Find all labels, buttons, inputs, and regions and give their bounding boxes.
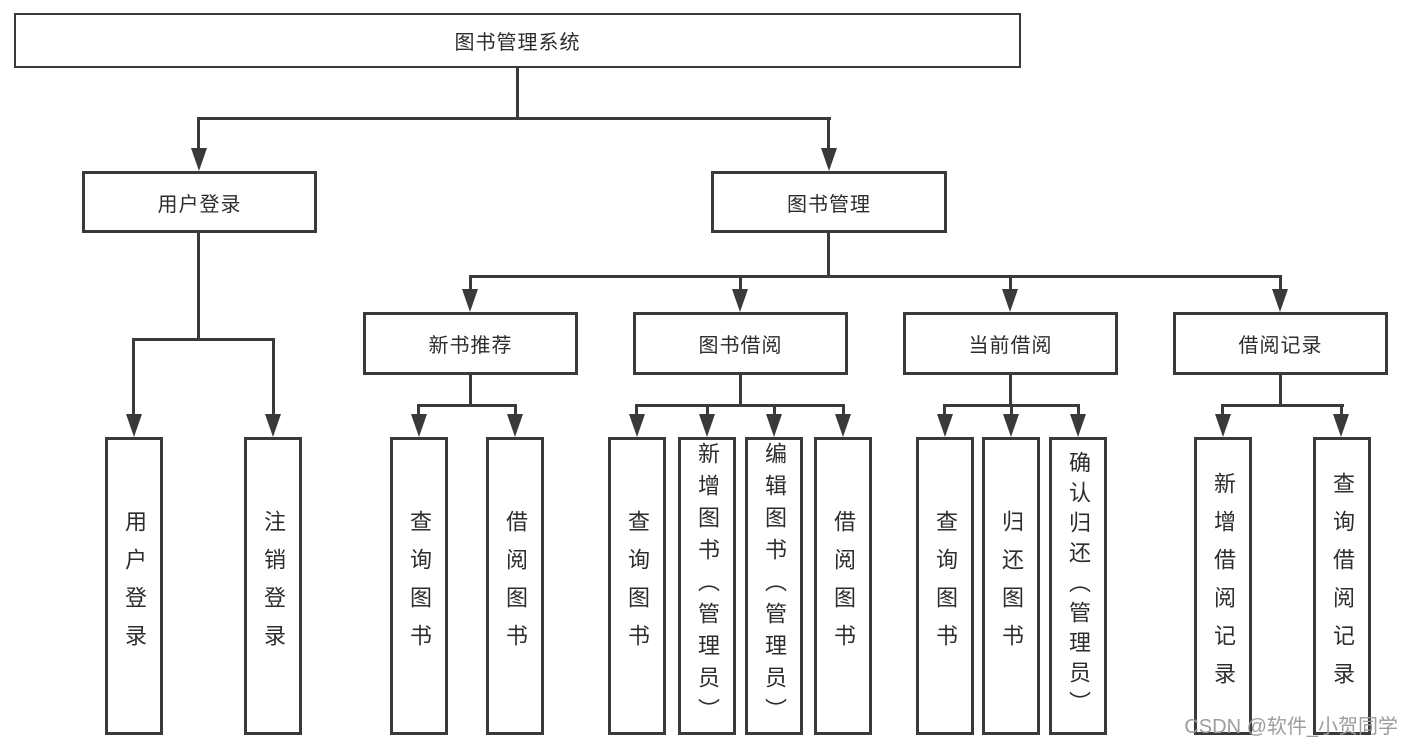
arrow-down-icon	[1003, 414, 1019, 437]
node-label: 查询借阅记录	[1330, 472, 1355, 700]
leaf-add-borrow-record: 新增借阅记录	[1194, 437, 1252, 735]
arrow-down-icon	[1333, 414, 1349, 437]
leaf-logout: 注销登录	[244, 437, 302, 735]
connector-vline	[1010, 406, 1013, 416]
arrow-down-icon	[411, 414, 427, 437]
connector-vline	[132, 340, 135, 416]
connector-vline	[773, 406, 776, 416]
node-user-login: 用户登录	[82, 171, 317, 233]
node-label: 图书借阅	[698, 335, 783, 357]
leaf-edit-book-admin: 编辑图书（管理员）	[745, 437, 803, 735]
connector-vline	[827, 118, 830, 151]
node-current-borrowing: 当前借阅	[903, 312, 1118, 375]
arrow-down-icon	[1215, 414, 1231, 437]
connector-vline	[469, 277, 472, 291]
node-label: 当前借阅	[968, 335, 1053, 357]
connector-hline	[132, 338, 275, 341]
connector-vline	[706, 406, 709, 416]
node-label: 借阅记录	[1238, 335, 1323, 357]
node-label: 用户登录	[122, 510, 147, 662]
leaf-return-book: 归还图书	[982, 437, 1040, 735]
connector-vline	[842, 406, 845, 416]
connector-hline	[1221, 404, 1344, 407]
connector-vline	[1077, 406, 1080, 416]
connector-vline	[1009, 277, 1012, 291]
connector-vline	[739, 375, 742, 406]
node-library-management-system: 图书管理系统	[14, 13, 1021, 68]
leaf-borrow-books-1: 借阅图书	[486, 437, 544, 735]
connector-hline	[417, 404, 517, 407]
arrow-down-icon	[937, 414, 953, 437]
connector-hline	[197, 117, 831, 120]
node-label: 归还图书	[999, 510, 1024, 662]
node-label: 新增借阅记录	[1211, 472, 1236, 700]
arrow-down-icon	[126, 414, 142, 437]
leaf-query-books-1: 查询图书	[390, 437, 448, 735]
connector-hline	[635, 404, 845, 407]
connector-vline	[1340, 406, 1343, 416]
connector-vline	[469, 375, 472, 406]
connector-hline	[943, 404, 1080, 407]
connector-vline	[514, 406, 517, 416]
csdn-watermark: CSDN @软件_小贺同学	[1184, 716, 1398, 738]
leaf-query-books-2: 查询图书	[608, 437, 666, 735]
arrow-down-icon	[835, 414, 851, 437]
connector-vline	[516, 66, 519, 119]
leaf-query-borrow-record: 查询借阅记录	[1313, 437, 1371, 735]
arrow-down-icon	[629, 414, 645, 437]
leaf-query-books-3: 查询图书	[916, 437, 974, 735]
leaf-confirm-return-admin: 确认归还（管理员）	[1049, 437, 1107, 735]
connector-hline	[469, 275, 1282, 278]
arrow-down-icon	[1002, 289, 1018, 312]
node-label: 图书管理	[787, 193, 871, 216]
arrow-down-icon	[265, 414, 281, 437]
leaf-add-book-admin: 新增图书（管理员）	[678, 437, 736, 735]
leaf-borrow-books-2: 借阅图书	[814, 437, 872, 735]
arrow-down-icon	[699, 414, 715, 437]
arrow-down-icon	[1070, 414, 1086, 437]
arrow-down-icon	[1272, 289, 1288, 312]
node-label: 编辑图书（管理员）	[762, 442, 787, 730]
arrow-down-icon	[191, 148, 207, 171]
node-label: 注销登录	[261, 510, 286, 662]
arrow-down-icon	[732, 289, 748, 312]
node-book-borrowing: 图书借阅	[633, 312, 848, 375]
node-label: 借阅图书	[503, 510, 528, 662]
arrow-down-icon	[821, 148, 837, 171]
arrow-down-icon	[766, 414, 782, 437]
connector-vline	[1279, 375, 1282, 406]
connector-vline	[272, 340, 275, 416]
connector-vline	[1009, 375, 1012, 406]
node-label: 图书管理系统	[454, 32, 581, 54]
node-new-book-recommendation: 新书推荐	[363, 312, 578, 375]
node-label: 确认归还（管理员）	[1066, 451, 1091, 721]
connector-vline	[417, 406, 420, 416]
connector-vline	[197, 118, 200, 151]
node-label: 借阅图书	[831, 510, 856, 662]
connector-vline	[1279, 277, 1282, 291]
connector-vline	[827, 233, 830, 278]
connector-vline	[1221, 406, 1224, 416]
node-label: 用户登录	[157, 193, 242, 216]
connector-vline	[739, 277, 742, 291]
node-borrowing-records: 借阅记录	[1173, 312, 1388, 375]
node-label: 新增图书（管理员）	[695, 442, 720, 730]
node-book-management: 图书管理	[711, 171, 947, 233]
connector-vline	[635, 406, 638, 416]
leaf-user-login: 用户登录	[105, 437, 163, 735]
node-label: 查询图书	[933, 510, 958, 662]
node-label: 新书推荐	[428, 335, 513, 357]
node-label: 查询图书	[625, 510, 650, 662]
connector-vline	[943, 406, 946, 416]
node-label: 查询图书	[407, 510, 432, 662]
arrow-down-icon	[507, 414, 523, 437]
arrow-down-icon	[462, 289, 478, 312]
connector-vline	[197, 233, 200, 340]
